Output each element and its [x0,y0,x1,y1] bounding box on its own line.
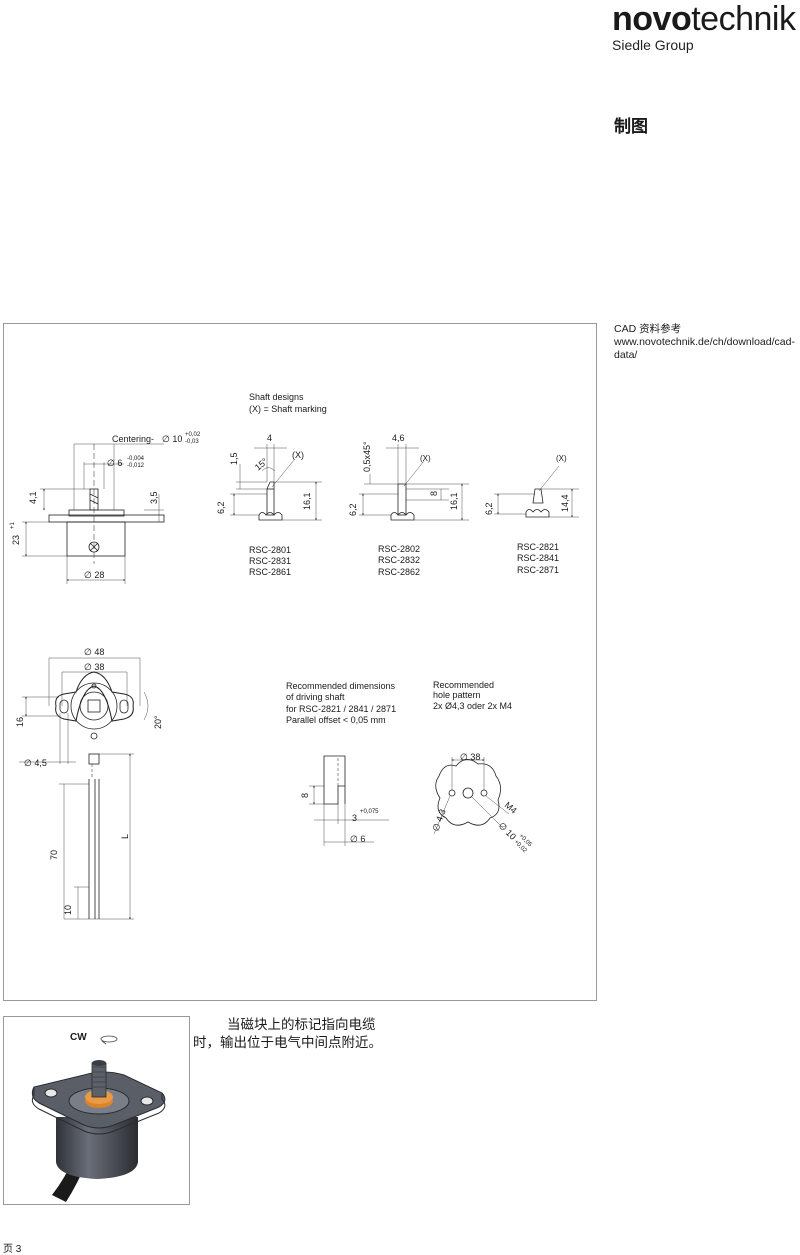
hole-pattern-line-3: 2x Ø4,3 oder 2x M4 [433,701,512,711]
shaft1-model-2: RSC-2831 [249,556,291,566]
technical-drawing: Shaft designs (X) = Shaft marking Center… [10,392,579,920]
shaft3-x-marking: (X) [556,454,567,463]
shaft3-model-2: RSC-2841 [517,553,559,563]
cad-data-note: CAD 资料参考 www.novotechnik.de/ch/download/… [614,323,795,361]
dim-L: L [120,834,130,839]
shaft2-chamfer: 0,5x45° [362,441,372,472]
shaft2-model-1: RSC-2802 [378,544,420,554]
driving-shaft-line-4: Parallel offset < 0,05 mm [286,715,386,725]
shaft2-6-2: 6,2 [348,503,358,516]
shaft2-8: 8 [429,491,439,496]
dim-tol-minus: -0,03 [185,439,199,445]
shaft1-width: 4 [267,433,272,443]
dim-phi38: ∅ 38 [84,662,104,672]
sensor-product-image: CW [31,1032,166,1202]
dim-phi6-tol-lower: -0,012 [127,463,145,469]
dim-phi6-tol-upper: -0,004 [127,456,145,462]
shaft2-width: 4,6 [392,433,405,443]
shaft3-6-2: 6,2 [484,502,494,515]
dim-23-tol: +1 [10,521,16,529]
product-photo-panel: CW [3,1016,190,1205]
shaft3-model-1: RSC-2821 [517,542,559,552]
dim-4-1: 4,1 [28,491,38,504]
shaft1-angle: 15° [253,456,270,473]
dim-phi28: ∅ 28 [84,570,104,580]
shaft3-14-4: 14,4 [560,494,570,512]
shaft1-x-marking: (X) [292,450,304,460]
dim-10: 10 [63,905,73,915]
cw-rotation-label: CW [70,1032,87,1043]
shaft1-model-1: RSC-2801 [249,545,291,555]
shaft3-model-3: RSC-2871 [517,565,559,575]
dim-phi4-5: ∅ 4,5 [24,758,47,768]
drive-dim-3: 3 [352,813,357,823]
driving-shaft-line-3: for RSC-2821 / 2841 / 2871 [286,704,396,714]
dim-3-5: 3,5 [149,491,159,504]
technical-drawing-panel: Shaft designs (X) = Shaft marking Center… [3,323,597,1001]
dim-centering-label: Centering- [112,434,154,444]
shaft2-16-1: 16,1 [449,492,459,510]
dim-tol-plus: +0,02 [185,432,201,438]
drive-dim-3-tol: +0,075 [360,809,379,815]
section-title: 制图 [614,117,648,136]
drive-dim-phi6: ∅ 6 [350,834,365,844]
hole-dim-phi4-3: ∅ 4,3 [430,808,447,833]
hole-dim-m4: M4 [503,800,519,816]
hole-dim-phi10: ∅ 10 [497,820,518,841]
logo-subtitle: Siedle Group [612,37,694,53]
logo-bold-text: novo [612,0,692,38]
shaft1-16-1: 16,1 [302,492,312,510]
dim-20deg: 20° [153,715,163,729]
company-logo: novotechnik Siedle Group [612,2,800,56]
shaft1-model-3: RSC-2861 [249,567,291,577]
marking-note: 当磁块上的标记指向电缆时，输出位于电气中间点附近。 [193,1017,382,1050]
dim-16: 16 [15,717,25,727]
dim-phi48: ∅ 48 [84,647,104,657]
shaft-designs-title: Shaft designs [249,392,304,402]
drive-dim-8: 8 [300,793,310,798]
page-number: 页 3 [3,1244,22,1255]
shaft1-1-5: 1,5 [229,452,239,465]
logo-regular-text: technik [691,0,796,38]
dim-phi6: ∅ 6 [107,458,122,468]
hole-pattern-line-1: Recommended [433,680,494,690]
shaft2-model-3: RSC-2862 [378,567,420,577]
hole-dim-phi38: ∅ 38 [460,752,480,762]
driving-shaft-line-2: of driving shaft [286,692,345,702]
dim-23: 23 [11,535,21,545]
shaft2-model-2: RSC-2832 [378,555,420,565]
shaft2-x-marking: (X) [420,454,431,463]
dim-phi10: ∅ 10 [162,434,182,444]
shaft1-6-2: 6,2 [216,501,226,514]
hole-pattern-line-2: hole pattern [433,690,481,700]
dim-70: 70 [49,850,59,860]
shaft-marking-legend: (X) = Shaft marking [249,404,327,414]
driving-shaft-line-1: Recommended dimensions [286,681,396,691]
